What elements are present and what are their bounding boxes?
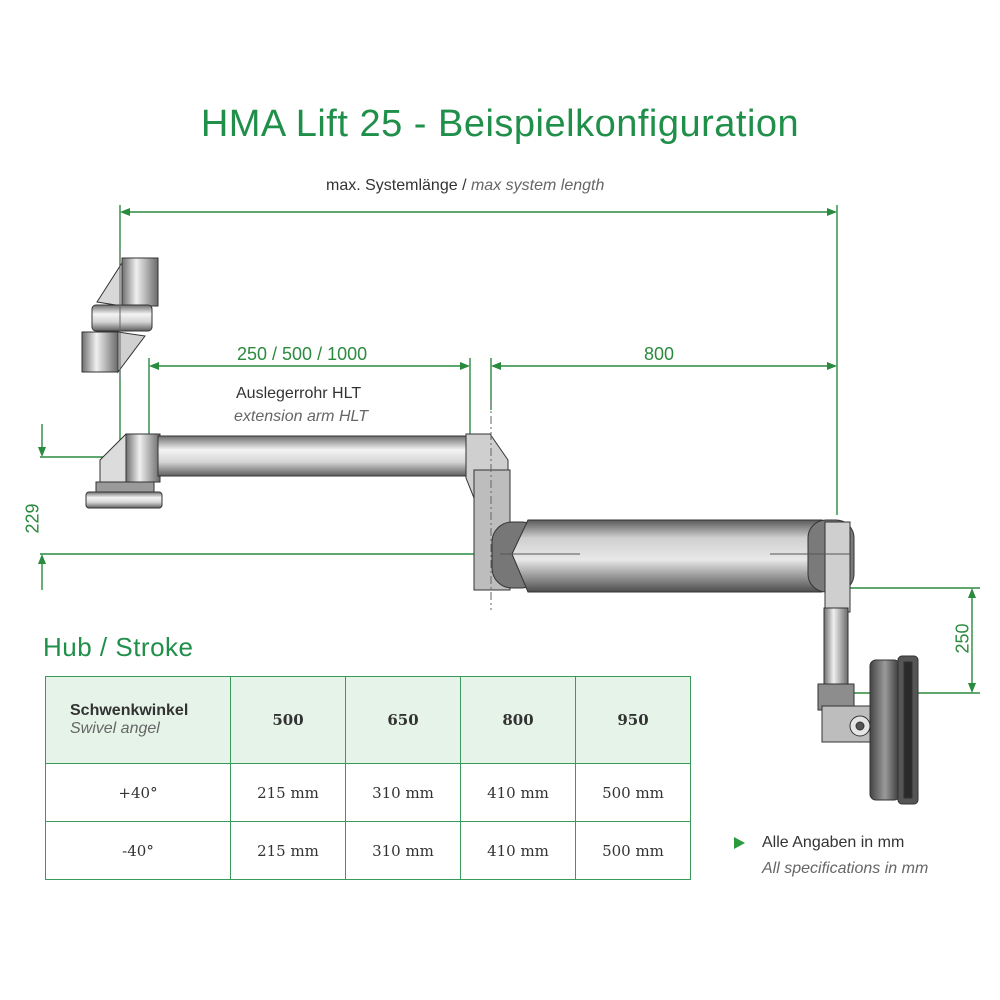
units-note-en: All specifications in mm [762,860,929,877]
lift-arm [491,519,855,613]
arm-length-value: 250 / 500 / 1000 [237,344,368,364]
table-row: +40° 215 mm 310 mm 410 mm 500 mm [45,763,691,822]
system-length-separator: / [462,177,467,194]
lift-length-value: 800 [644,344,675,364]
header-swivel-en: Swivel angel [70,720,160,737]
header-col-800: 800 [460,676,576,764]
row-value: 500 mm [575,763,691,822]
row-value: 410 mm [460,763,576,822]
system-length-de: max. Systemlänge [326,177,458,194]
dimension-arrowheads [38,208,976,693]
stroke-table: Schwenkwinkel Swivel angel 500 650 800 9… [45,676,691,880]
play-arrow-icon [734,837,745,849]
stroke-table-header: Schwenkwinkel Swivel angel 500 650 800 9… [45,676,691,764]
row-value: 410 mm [460,821,576,880]
monitor [869,655,919,805]
monitor-drop-tube [817,607,873,743]
extension-arm-label-en: extension arm HLT [234,408,368,425]
row-angle: -40° [45,821,231,880]
row-angle: +40° [45,763,231,822]
system-length-label: max. Systemlänge / max system length [326,177,604,195]
diagram-title: HMA Lift 25 - Beispielkonfiguration [200,103,800,145]
height-left-value: 229 [22,503,43,534]
wall-mount-joint [85,433,163,509]
system-length-en: max system length [470,177,605,194]
stroke-heading: Hub / Stroke [43,632,194,662]
header-col-500: 500 [230,676,346,764]
height-right-value: 250 [952,623,973,654]
extension-arm-label-de: Auslegerrohr HLT [236,385,362,402]
header-swivel-angle: Schwenkwinkel Swivel angel [45,676,231,764]
header-col-650: 650 [345,676,461,764]
row-value: 215 mm [230,763,346,822]
header-col-950: 950 [575,676,691,764]
row-value: 310 mm [345,821,461,880]
table-row: -40° 215 mm 310 mm 410 mm 500 mm [45,821,691,880]
top-swivel-joint [81,257,159,374]
row-value: 500 mm [575,821,691,880]
extension-arm-tube [157,435,471,477]
row-value: 215 mm [230,821,346,880]
header-swivel-de: Schwenkwinkel [70,702,189,719]
row-value: 310 mm [345,763,461,822]
units-note-de: Alle Angaben in mm [762,834,905,851]
